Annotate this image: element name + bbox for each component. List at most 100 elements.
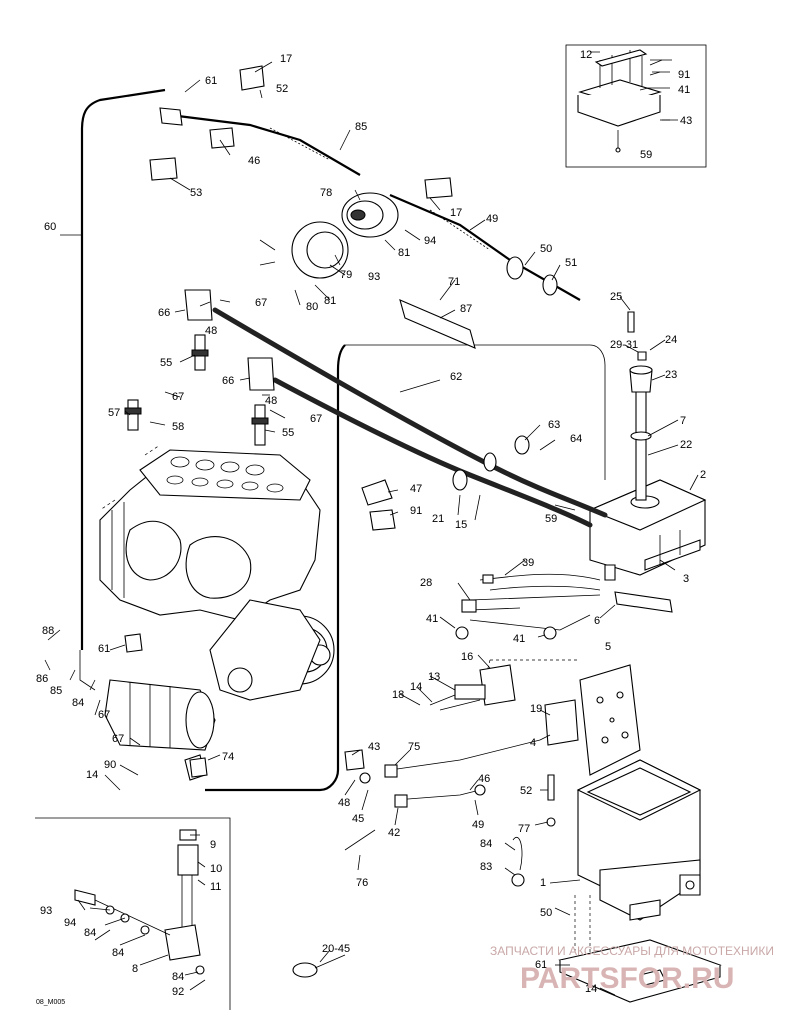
callout-7: 7 — [680, 415, 686, 427]
battery-tray — [558, 895, 722, 1003]
callout-67: 77 — [518, 823, 530, 835]
callout-91: 94 — [424, 235, 436, 247]
callout-68: 71 — [448, 276, 460, 288]
callout-73: 83 — [480, 861, 492, 873]
callout-22: 22 — [680, 439, 692, 451]
callout-84: 87 — [460, 303, 472, 315]
callout-62: 74 — [222, 751, 234, 763]
callout-53: 61 — [535, 959, 547, 971]
callout-66: 76 — [356, 877, 368, 889]
callout-56: 59 — [545, 513, 557, 525]
callout-21: 21 — [432, 513, 444, 525]
callout-43: 46 — [248, 155, 260, 167]
solenoid-relay — [429, 664, 579, 746]
bracket-plate — [479, 659, 641, 776]
callout-71: 86 — [36, 673, 48, 685]
callout-64a: 67 — [255, 297, 267, 309]
callout-46: 49 — [486, 213, 498, 225]
callout-72: 88 — [42, 625, 54, 637]
callout-64c: 67 — [310, 413, 322, 425]
callout-12: 12 — [580, 49, 592, 61]
callout-20-45: 20-45 — [322, 943, 350, 955]
battery-box — [576, 759, 702, 921]
callout-55: 58 — [172, 421, 184, 433]
callout-48: 51 — [565, 257, 577, 269]
callout-87c: 84 — [172, 971, 184, 983]
callout-63b: 66 — [222, 375, 234, 387]
battery-cables — [344, 739, 541, 851]
starter-motor — [104, 679, 216, 781]
callout-47: 50 — [540, 243, 552, 255]
callout-83: 91 — [678, 69, 690, 81]
callout-16: 16 — [461, 651, 473, 663]
callout-14b: 14 — [86, 769, 98, 781]
callout-2: 2 — [700, 469, 706, 481]
callout-8: 8 — [132, 963, 138, 975]
callout-19: 19 — [530, 703, 542, 715]
callout-3: 3 — [683, 573, 689, 585]
callout-18: 18 — [392, 689, 404, 701]
callout-87a: 84 — [84, 927, 96, 939]
callout-51: 60 — [44, 221, 56, 233]
callout-50: 53 — [190, 187, 202, 199]
callout-30b: 41 — [513, 633, 525, 645]
callout-80: 94 — [64, 917, 76, 929]
leader-lines — [44, 59, 699, 996]
callout-82: 85 — [355, 121, 367, 133]
callout-77: 80 — [306, 301, 318, 313]
callout-44: 47 — [410, 483, 422, 495]
callout-85: 90 — [104, 759, 116, 771]
callout-17a: 17 — [280, 53, 292, 65]
callout-59: 62 — [450, 371, 462, 383]
callout-88: 91 — [410, 505, 422, 517]
engine-block — [99, 444, 335, 701]
callout-13: 13 — [428, 671, 440, 683]
callout-29-31: 28 — [420, 577, 432, 589]
callout-64b: 67 — [172, 391, 184, 403]
callout-11: 11 — [210, 881, 221, 893]
callout-52a: 55 — [160, 357, 172, 369]
watermark-brand: PARTSFOR.RU — [520, 962, 734, 995]
callout-41: 43 — [680, 115, 692, 127]
oil-level-sensor — [627, 311, 653, 501]
magneto — [291, 192, 399, 279]
callout-63a: 66 — [158, 307, 170, 319]
misc-parts — [124, 299, 476, 778]
spark-plugs — [191, 334, 269, 446]
callout-81: 92 — [172, 986, 184, 998]
callout-30a: 41 — [426, 613, 438, 625]
callout-54: 57 — [108, 407, 120, 419]
tube — [80, 88, 166, 650]
callout-90: 93 — [368, 271, 380, 283]
callout-35-36: 46 — [478, 773, 490, 785]
callout-78a: 81 — [398, 247, 410, 259]
callout-61: 64 — [570, 433, 582, 445]
callout-26-27: 39 — [522, 557, 534, 569]
callout-25: 25 — [610, 291, 622, 303]
callout-49: 52 — [276, 83, 288, 95]
callout-28: 29-31 — [610, 339, 638, 351]
callout-14c: 14 — [585, 983, 597, 995]
callout-34: 45 — [352, 813, 364, 825]
callout-37: 48 — [338, 797, 350, 809]
callout-74: 84 — [480, 838, 492, 850]
callout-58b: 61 — [98, 643, 110, 655]
sensor-54 — [124, 399, 142, 431]
callout-5: 5 — [605, 641, 611, 653]
callout-52b: 55 — [282, 427, 294, 439]
callout-38: 49 — [472, 819, 484, 831]
callout-15: 15 — [455, 519, 467, 531]
callout-78b: 81 — [324, 295, 336, 307]
callout-14a: 14 — [410, 681, 422, 693]
fuse-holder — [35, 817, 231, 1010]
figure-code: 08_M005 — [36, 999, 65, 1006]
callout-79: 93 — [40, 905, 52, 917]
callout-42: 52 — [520, 785, 532, 797]
callout-87b: 84 — [112, 947, 124, 959]
callout-58a: 61 — [205, 75, 217, 87]
callout-70: 85 — [50, 685, 62, 697]
callout-57: 59 — [640, 149, 652, 161]
callout-4: 4 — [530, 737, 536, 749]
callout-1: 1 — [540, 877, 546, 889]
